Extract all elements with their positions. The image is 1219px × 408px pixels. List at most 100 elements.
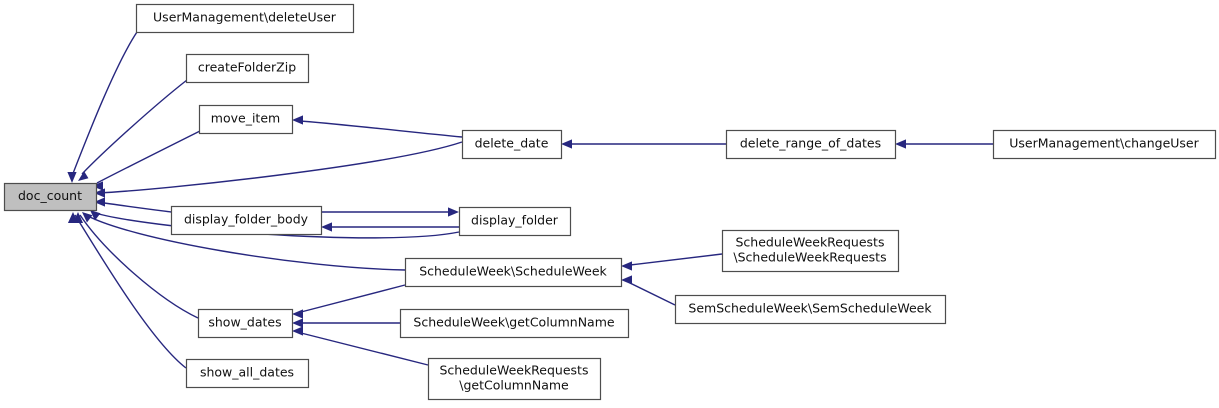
node-label: move_item — [211, 111, 280, 126]
node-box[interactable] — [185, 53, 310, 84]
graph-node-delete_date[interactable]: delete_date — [461, 129, 563, 160]
edge-line — [300, 284, 406, 313]
node-box[interactable] — [427, 357, 602, 401]
edge-changeUser-to-delete_range_of_dates — [895, 139, 993, 149]
arrow-head-icon — [321, 222, 332, 232]
node-box[interactable] — [721, 229, 900, 273]
edge-line — [629, 253, 723, 266]
node-box[interactable] — [404, 257, 623, 288]
edge-ScheduleWeekRequests_getColumnName-to-show_dates — [292, 326, 429, 366]
edge-createFolderZip-to-doc_count — [78, 79, 188, 181]
node-box[interactable] — [197, 308, 294, 339]
graph-node-SemScheduleWeek_SemScheduleWeek[interactable]: SemScheduleWeek\SemScheduleWeek — [674, 294, 947, 325]
node-box[interactable] — [992, 129, 1217, 160]
edge-ScheduleWeek_ScheduleWeek-to-doc_count — [82, 212, 406, 271]
node-label: delete_range_of_dates — [740, 136, 881, 151]
node-box[interactable] — [135, 3, 355, 34]
graph-node-ScheduleWeek_getColumnName[interactable]: ScheduleWeek\getColumnName — [399, 308, 630, 339]
graph-node-ScheduleWeek_ScheduleWeek[interactable]: ScheduleWeek\ScheduleWeek — [404, 257, 623, 288]
arrow-head-icon — [292, 318, 303, 328]
node-box[interactable] — [399, 308, 630, 339]
arrow-head-icon — [67, 212, 79, 223]
node-box[interactable] — [185, 358, 310, 389]
arrow-head-icon — [292, 326, 303, 336]
graph-node-delete_range_of_dates[interactable]: delete_range_of_dates — [725, 129, 897, 160]
graph-node-display_folder_body[interactable]: display_folder_body — [170, 205, 323, 236]
edges-layer — [67, 31, 993, 369]
node-label: display_folder — [471, 213, 559, 228]
node-label: ScheduleWeekRequests — [440, 363, 589, 378]
edge-SemScheduleWeek_SemScheduleWeek-to-ScheduleWeek_ScheduleWeek — [621, 275, 676, 306]
node-label: display_folder_body — [184, 212, 309, 227]
edge-move_item-to-doc_count — [92, 130, 201, 191]
node-box[interactable] — [3, 182, 98, 212]
graph-node-doc_count[interactable]: doc_count — [3, 182, 98, 212]
arrow-head-icon — [292, 309, 303, 319]
node-label: doc_count — [18, 188, 82, 203]
graph-node-ScheduleWeekRequests_getColumnName[interactable]: ScheduleWeekRequests\getColumnName — [427, 357, 602, 401]
edge-line — [83, 213, 406, 271]
arrow-head-icon — [448, 207, 459, 217]
edge-line — [300, 332, 429, 366]
arrow-head-icon — [94, 197, 105, 207]
edge-line — [79, 214, 199, 319]
nodes-layer: doc_count UserManagement\deleteUser create… — [3, 3, 1217, 401]
edge-ScheduleWeek_getColumnName-to-show_dates — [292, 318, 400, 328]
edge-ScheduleWeek_ScheduleWeek-to-show_dates — [292, 284, 406, 319]
node-label: show_all_dates — [200, 365, 294, 380]
edge-delete_date-to-doc_count — [94, 141, 463, 198]
edge-deleteUser-to-doc_count — [67, 31, 138, 183]
arrow-head-icon — [90, 210, 101, 221]
node-label: \ScheduleWeekRequests — [733, 250, 886, 265]
edge-line — [96, 130, 201, 184]
graph-node-changeUser[interactable]: UserManagement\changeUser — [992, 129, 1217, 160]
node-label: createFolderZip — [198, 60, 296, 75]
edge-line — [71, 31, 138, 177]
edge-display_folder-to-display_folder_body — [321, 222, 459, 232]
graph-node-deleteUser[interactable]: UserManagement\deleteUser — [135, 3, 355, 34]
node-box[interactable] — [170, 205, 323, 236]
graph-node-display_folder[interactable]: display_folder — [458, 206, 572, 237]
graph-node-move_item[interactable]: move_item — [198, 104, 294, 135]
edge-ScheduleWeekRequests_ScheduleWeekRequests-to-ScheduleWeek_ScheduleWeek — [621, 253, 723, 271]
node-label: ScheduleWeek\getColumnName — [413, 315, 614, 330]
arrow-head-icon — [92, 181, 103, 191]
node-box[interactable] — [461, 129, 563, 160]
arrow-head-icon — [67, 172, 77, 183]
edge-delete_range_of_dates-to-delete_date — [561, 139, 726, 149]
arrow-head-icon — [621, 275, 632, 285]
edge-line — [97, 141, 463, 194]
node-label: delete_date — [475, 136, 549, 151]
edge-delete_date-to-move_item — [292, 115, 463, 138]
edge-line — [299, 120, 463, 138]
edge-display_folder_body-to-doc_count — [94, 197, 172, 213]
edge-display_folder_body-to-display_folder — [321, 207, 459, 217]
edge-line — [81, 79, 188, 175]
node-box[interactable] — [198, 104, 294, 135]
arrow-head-icon — [895, 139, 906, 149]
arrow-head-icon — [621, 261, 632, 271]
graph-node-createFolderZip[interactable]: createFolderZip — [185, 53, 310, 84]
node-label: SemScheduleWeek\SemScheduleWeek — [688, 301, 932, 316]
edge-line — [97, 201, 172, 213]
edge-show_all_dates-to-doc_count — [67, 212, 187, 369]
node-label: show_dates — [208, 315, 281, 330]
node-label: UserManagement\changeUser — [1009, 136, 1199, 151]
graph-node-ScheduleWeekRequests_ScheduleWeekRequests[interactable]: ScheduleWeekRequests\ScheduleWeekRequest… — [721, 229, 900, 273]
node-box[interactable] — [458, 206, 572, 237]
graph-node-show_all_dates[interactable]: show_all_dates — [185, 358, 310, 389]
arrow-head-icon — [94, 188, 105, 198]
node-box[interactable] — [674, 294, 947, 325]
node-label: ScheduleWeek\ScheduleWeek — [419, 264, 607, 279]
node-box[interactable] — [725, 129, 897, 160]
arrow-head-icon — [561, 139, 572, 149]
node-label: UserManagement\deleteUser — [153, 10, 337, 25]
node-label: ScheduleWeekRequests — [736, 235, 885, 250]
arrow-head-icon — [82, 212, 93, 223]
arrow-head-icon — [78, 171, 89, 181]
edge-line — [74, 214, 187, 369]
graph-node-show_dates[interactable]: show_dates — [197, 308, 294, 339]
node-label: \getColumnName — [459, 378, 569, 393]
